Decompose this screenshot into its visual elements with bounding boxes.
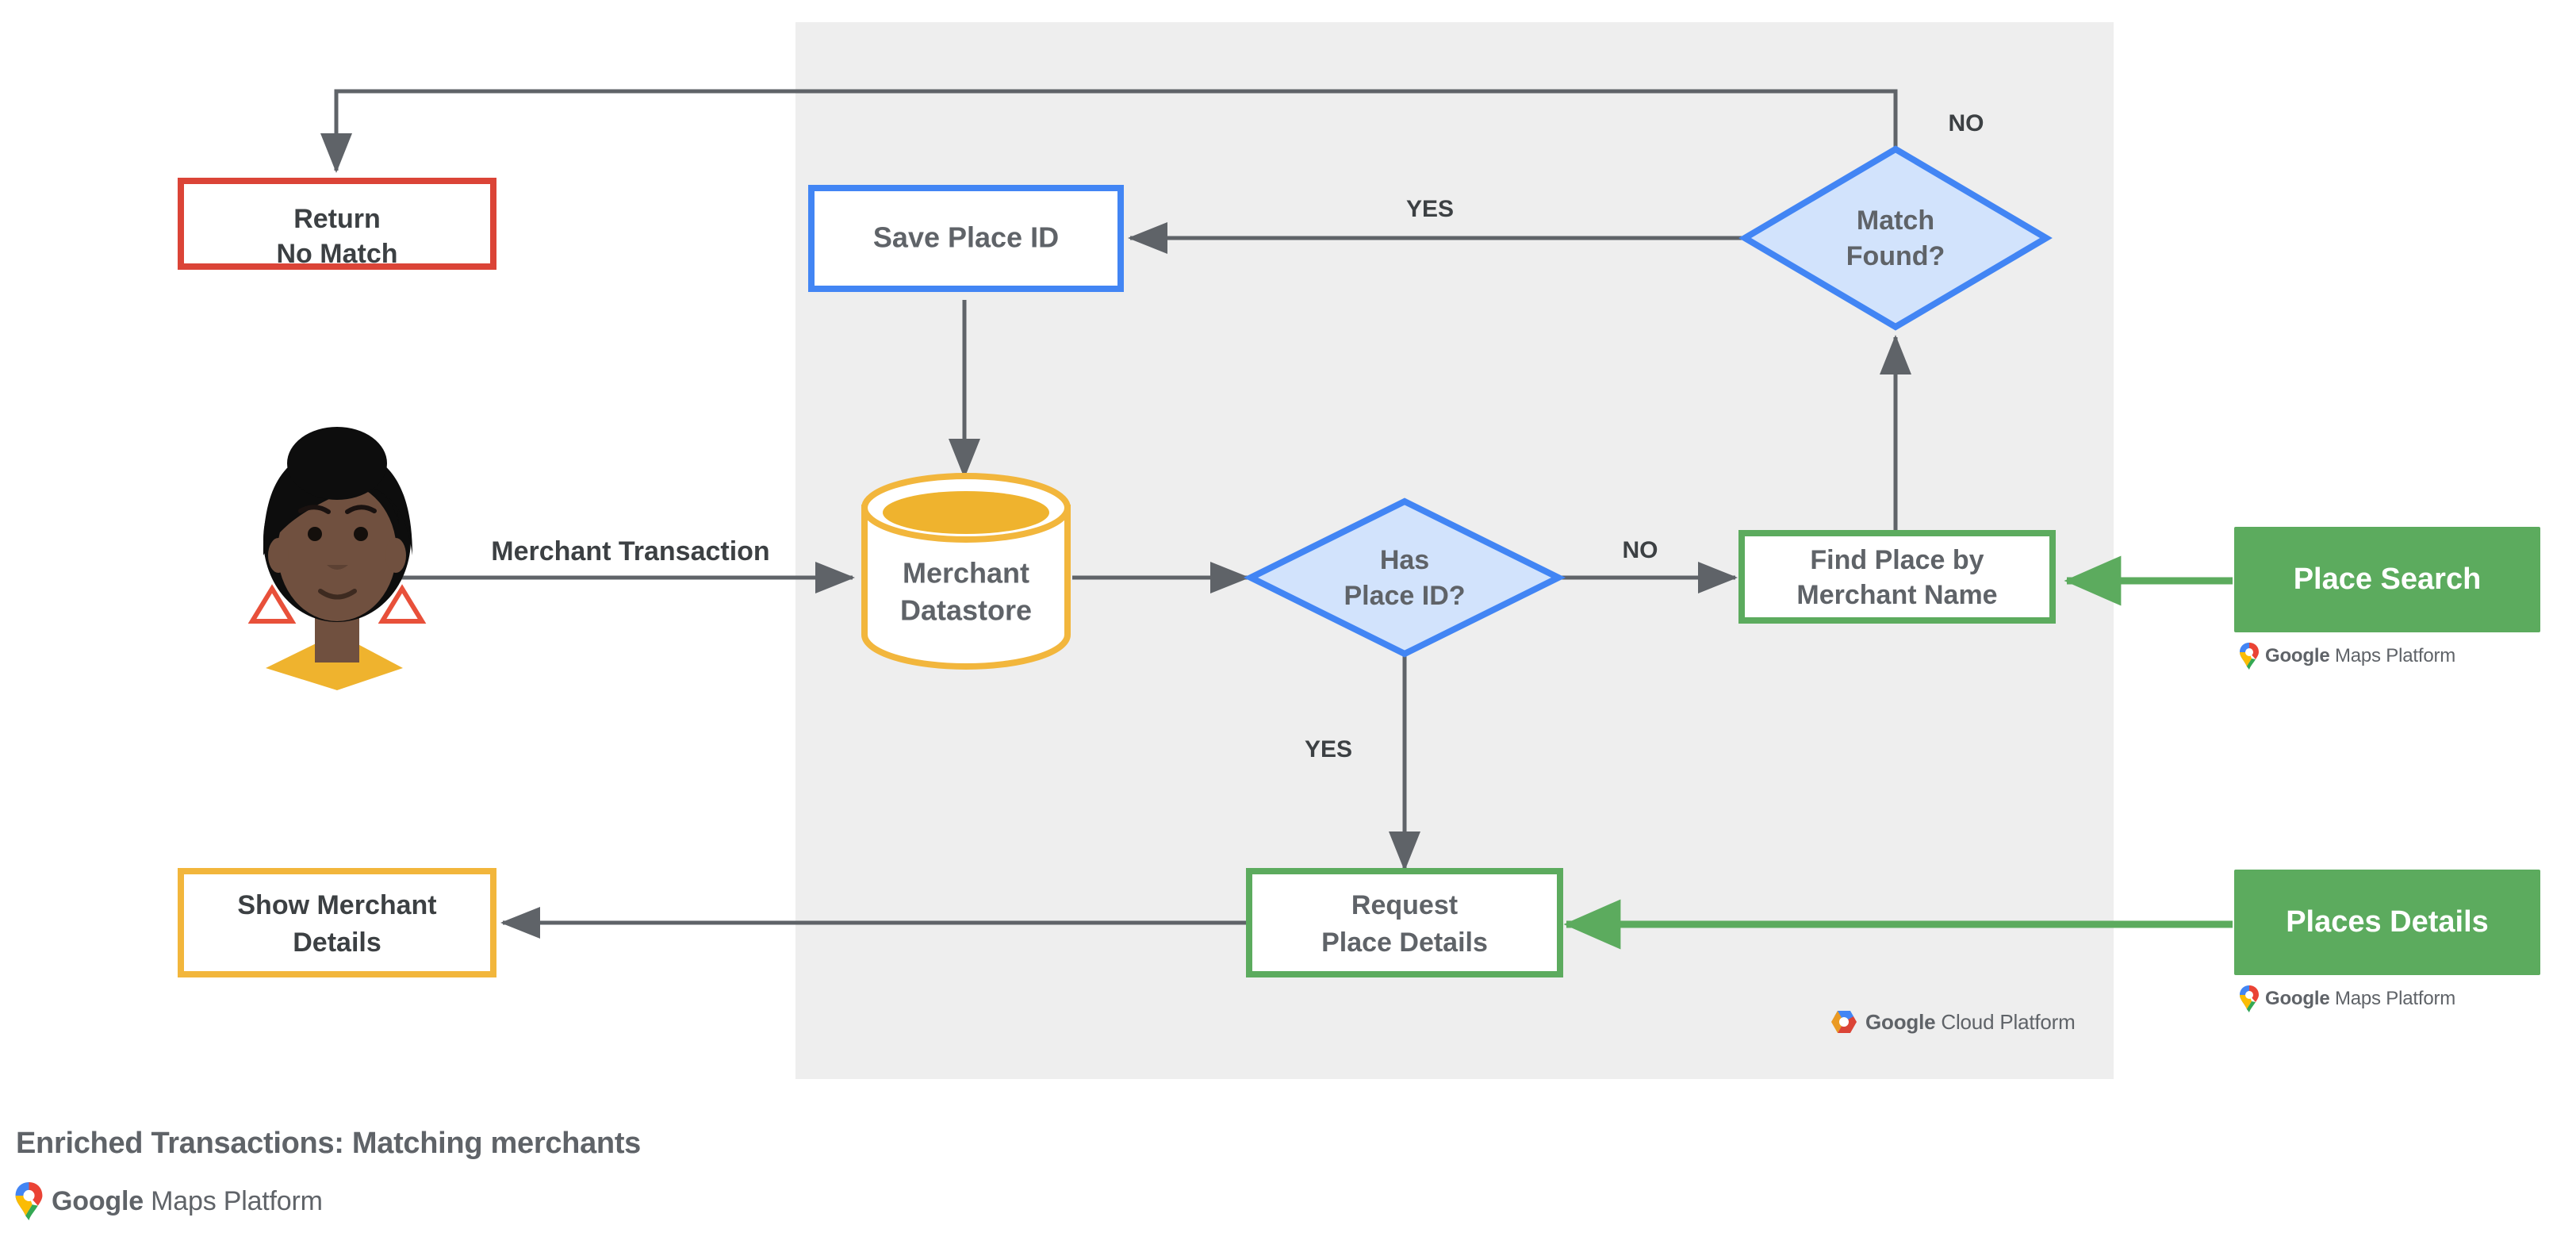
edge-match-found-no (320, 89, 1898, 174)
gmp-word-google-1: Google (2265, 645, 2330, 666)
node-show-merchant-details-line1: Show Merchant (237, 890, 436, 920)
node-return-no-match-line2: No Match (277, 239, 398, 269)
gmp-lockup-places-details: Google Maps Platform (2239, 985, 2455, 1012)
node-has-place-id-line2: Place ID? (1344, 581, 1465, 611)
node-show-merchant-details-line2: Details (293, 927, 381, 958)
node-request-place-details-line2: Place Details (1321, 927, 1488, 958)
node-request-place-details[interactable]: Request Place Details (1246, 868, 1563, 977)
gmp-text-places-details: Google Maps Platform (2265, 988, 2455, 1010)
edge-label-yes-place-id: YES (1305, 736, 1352, 762)
node-save-place-id-label: Save Place ID (873, 221, 1059, 254)
google-cloud-platform-text: Google Cloud Platform (1865, 1010, 2076, 1035)
google-maps-pin-icon (15, 1182, 43, 1220)
gmp-word-maps-platform-3: Maps Platform (151, 1185, 323, 1216)
node-merchant-datastore-line1: Merchant (903, 557, 1029, 590)
gmp-word-maps-platform-2: Maps Platform (2334, 988, 2456, 1009)
node-match-found[interactable]: Match Found? (1738, 145, 2053, 331)
gmp-text-place-search: Google Maps Platform (2265, 645, 2455, 667)
node-find-place-line1: Find Place by (1810, 545, 1984, 575)
page-title: Enriched Transactions: Matching merchant… (16, 1127, 642, 1160)
node-merchant-datastore-line2: Datastore (900, 594, 1032, 627)
node-return-no-match[interactable]: Return No Match (178, 178, 496, 270)
node-return-no-match-line1: Return (293, 204, 381, 234)
node-has-place-id-line1: Has (1380, 545, 1429, 575)
merchant-customer-avatar (247, 427, 427, 690)
node-match-found-line2: Found? (1846, 241, 1945, 271)
node-find-place-by-merchant-name[interactable]: Find Place by Merchant Name (1738, 530, 2056, 624)
google-cloud-hexagon-icon (1831, 1011, 1857, 1033)
edge-label-merchant-transaction: Merchant Transaction (491, 536, 769, 566)
gmp-word-maps-platform-1: Maps Platform (2334, 645, 2456, 666)
node-show-merchant-details[interactable]: Show Merchant Details (178, 868, 496, 977)
gmp-lockup-place-search: Google Maps Platform (2239, 643, 2455, 670)
google-maps-pin-icon (2240, 643, 2259, 670)
gmp-word-google-3: Google (52, 1185, 144, 1216)
google-maps-pin-icon (2240, 985, 2259, 1012)
badge-places-details-label: Places Details (2286, 905, 2489, 939)
node-request-place-details-line1: Request (1351, 890, 1458, 920)
node-find-place-line2: Merchant Name (1796, 580, 1997, 610)
gcp-word-google: Google (1865, 1009, 1936, 1034)
node-has-place-id[interactable]: Has Place ID? (1243, 497, 1566, 658)
badge-place-search-label: Place Search (2294, 563, 2482, 596)
badge-places-details[interactable]: Places Details (2234, 870, 2540, 975)
edge-label-no-match: NO (1949, 110, 1984, 136)
edge-label-no-place-id: NO (1623, 537, 1658, 563)
gmp-lockup-footer: Google Maps Platform (14, 1182, 323, 1220)
gmp-text-footer: Google Maps Platform (52, 1186, 323, 1217)
edge-label-yes-match: YES (1406, 196, 1454, 222)
node-match-found-line1: Match (1857, 205, 1934, 236)
google-cloud-platform-lockup: Google Cloud Platform (1830, 1009, 2076, 1035)
node-save-place-id[interactable]: Save Place ID (808, 185, 1124, 292)
gcp-word-cloud-platform: Cloud Platform (1941, 1009, 2076, 1034)
badge-place-search[interactable]: Place Search (2234, 527, 2540, 632)
gmp-word-google-2: Google (2265, 988, 2330, 1009)
node-merchant-datastore[interactable]: Merchant Datastore (861, 473, 1071, 670)
